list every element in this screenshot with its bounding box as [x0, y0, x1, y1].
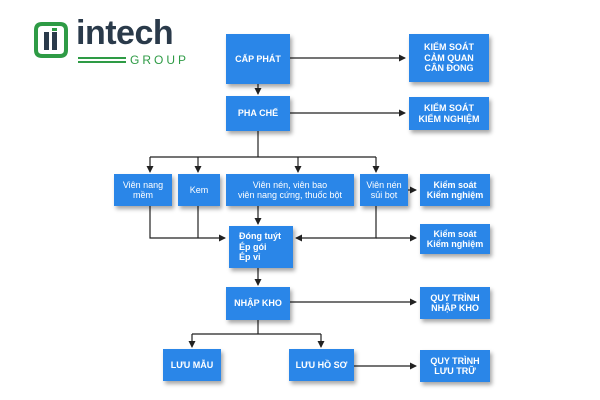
company-logo: intech GROUP	[34, 14, 194, 72]
node-vien-nen-sui-bot-line-2: sủi bọt	[370, 190, 398, 200]
node-kiem-soat-kiem-nghiem-1: KIỂM SOÁT KIỂM NGHIỆM	[409, 97, 489, 130]
edge-viennangmem-dongtuyt	[149, 206, 226, 242]
node-kiem-soat-kiem-nghiem-3-line-1: Kiểm soát	[433, 228, 477, 239]
node-kiem-soat-cam-quan-line-1: KIỂM SOÁT	[423, 42, 474, 53]
node-nhap-kho: NHẬP KHO	[226, 287, 290, 320]
node-kiem-soat-cam-quan: KIỂM SOÁT CẢM QUAN CÂN ĐONG	[409, 34, 489, 82]
node-kiem-soat-kiem-nghiem-2-line-1: Kiểm soát	[433, 179, 477, 190]
node-quy-trinh-luu-tru-line-1: QUY TRÌNH	[430, 355, 480, 366]
node-kiem-soat-kiem-nghiem-2-line-2: Kiểm nghiệm	[426, 190, 484, 200]
node-vien-nang-mem-line-1: Viên nang	[122, 179, 164, 190]
node-kem: Kem	[178, 174, 220, 206]
node-luu-mau-line-1: LƯU MẪU	[170, 359, 214, 370]
node-cap-phat: CẤP PHÁT	[226, 34, 290, 84]
node-luu-ho-so-line-1: LƯU HỒ SƠ	[295, 359, 348, 370]
node-vien-nang-mem: Viên nang mềm	[114, 174, 172, 206]
node-luu-mau: LƯU MẪU	[163, 349, 221, 381]
node-quy-trinh-nhap-kho-line-2: NHẬP KHO	[431, 303, 479, 313]
node-dong-tuyt-line-1: Đóng tuýt	[239, 231, 281, 242]
logo-mark-icon	[34, 22, 68, 58]
node-quy-trinh-nhap-kho-line-1: QUY TRÌNH	[430, 292, 480, 303]
node-kem-line-1: Kem	[189, 184, 209, 195]
node-nhap-kho-line-1: NHẬP KHO	[234, 298, 282, 309]
node-quy-trinh-luu-tru-line-2: LƯU TRỮ	[434, 366, 476, 376]
node-kiem-soat-kiem-nghiem-2: Kiểm soát Kiểm nghiệm	[420, 174, 490, 206]
node-vien-nen-sui-bot-line-1: Viên nén	[366, 179, 402, 190]
node-kiem-soat-cam-quan-line-3: CÂN ĐONG	[424, 63, 474, 74]
logo-wordmark: intech	[76, 14, 174, 52]
node-kiem-soat-kiem-nghiem-1-line-2: KIỂM NGHIỆM	[418, 113, 480, 124]
logo-stripe-icon	[78, 57, 126, 63]
logo-subtitle: GROUP	[130, 53, 190, 67]
node-dong-tuyt: Đóng tuýt Ép gói Ép vỉ	[229, 226, 293, 268]
node-quy-trinh-luu-tru: QUY TRÌNH LƯU TRỮ	[420, 350, 490, 382]
node-vien-nen: Viên nén, viên bao viên nang cứng, thuốc…	[226, 174, 354, 206]
node-vien-nen-line-2: viên nang cứng, thuốc bột	[237, 190, 343, 200]
node-dong-tuyt-line-2: Ép gói	[239, 241, 267, 252]
node-vien-nang-mem-line-2: mềm	[133, 190, 153, 200]
node-quy-trinh-nhap-kho: QUY TRÌNH NHẬP KHO	[420, 287, 490, 319]
node-kiem-soat-kiem-nghiem-3: Kiểm soát Kiểm nghiệm	[420, 224, 490, 254]
node-kiem-soat-kiem-nghiem-1-line-1: KIỂM SOÁT	[423, 103, 474, 114]
node-kiem-soat-cam-quan-line-2: CẢM QUAN	[424, 52, 474, 63]
node-pha-che: PHA CHẾ	[226, 96, 290, 131]
node-dong-tuyt-line-3: Ép vỉ	[239, 252, 261, 263]
edge-suibot-dongtuyt	[295, 206, 377, 242]
node-luu-ho-so: LƯU HỒ SƠ	[289, 349, 354, 381]
node-kiem-soat-kiem-nghiem-3-line-2: Kiểm nghiệm	[426, 239, 484, 249]
node-vien-nen-line-1: Viên nén, viên bao	[252, 179, 328, 190]
node-cap-phat-line-1: CẤP PHÁT	[235, 53, 281, 64]
node-vien-nen-sui-bot: Viên nén sủi bọt	[360, 174, 408, 206]
node-pha-che-line-1: PHA CHẾ	[237, 108, 279, 119]
